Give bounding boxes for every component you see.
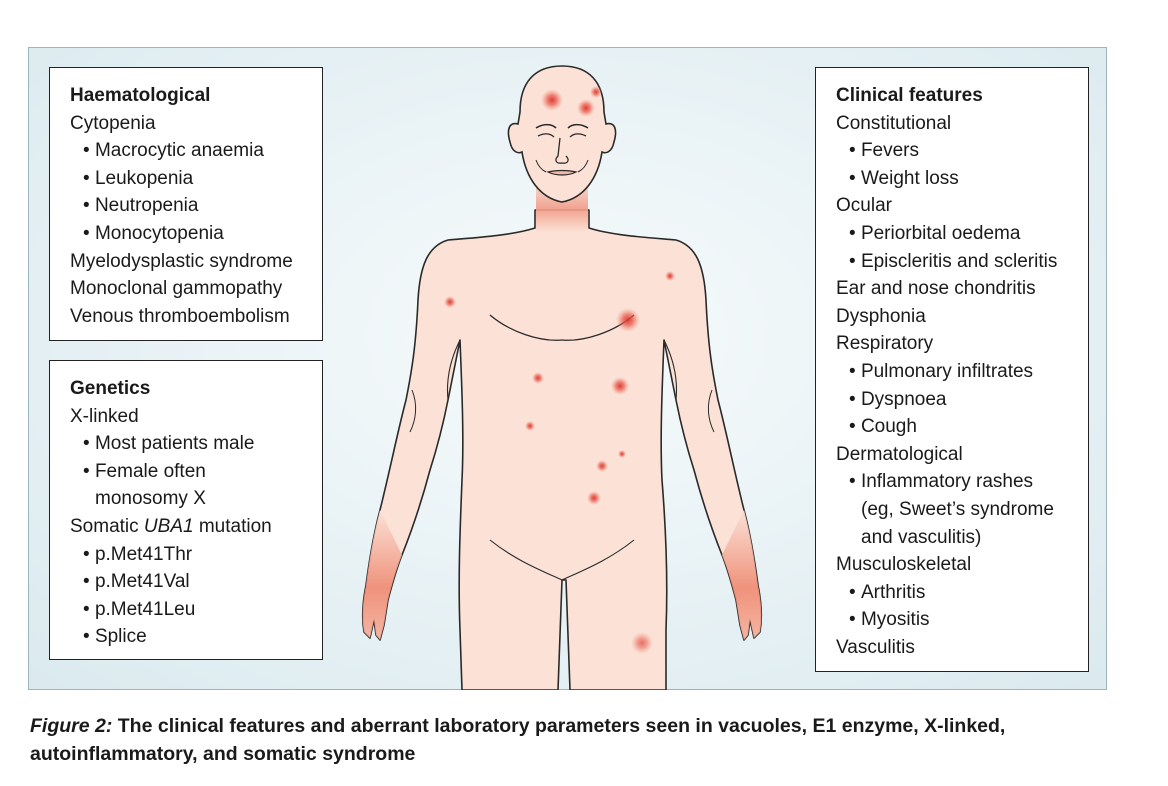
- eyebrow-left: [535, 123, 557, 129]
- dermatological-item-continued: and vasculitis): [861, 526, 982, 548]
- dermatological-item-continued: (eg, Sweet’s syndrome: [861, 498, 1054, 520]
- genetics-box: Genetics X-linked Most patients male Fem…: [49, 360, 323, 660]
- eyebrow-right: [567, 123, 589, 129]
- skin-lesion: [587, 491, 601, 505]
- mouth: [546, 169, 578, 176]
- head: [507, 65, 617, 203]
- ocular-item: Periorbital oedema: [836, 220, 1070, 248]
- mutation-item: Splice: [70, 623, 304, 651]
- cytopenia-label: Cytopenia: [70, 112, 156, 134]
- haematological-box: Haematological Cytopenia Macrocytic anae…: [49, 67, 323, 341]
- constitutional-item: Weight loss: [836, 165, 1070, 193]
- mutation-item: p.Met41Leu: [70, 596, 304, 624]
- skin-lesion: [444, 296, 456, 308]
- arm-line: [663, 339, 678, 401]
- nose: [555, 137, 569, 164]
- somatic-mutation-label: Somatic UBA1 mutation: [70, 513, 304, 541]
- dermatological-item: Inflammatory rashes: [836, 468, 1070, 496]
- elbow-line: [707, 389, 715, 433]
- hip-line: [489, 539, 563, 581]
- x-linked-item-continued: monosomy X: [95, 488, 206, 510]
- cheek-line: [535, 159, 547, 173]
- constitutional-item: Fevers: [836, 137, 1070, 165]
- clinical-features-box: Clinical features Constitutional Fevers …: [815, 67, 1089, 672]
- skin-lesion: [541, 89, 563, 111]
- musculoskeletal-item: Arthritis: [836, 579, 1070, 607]
- constitutional-label: Constitutional: [836, 112, 952, 134]
- x-linked-item: Most patients male: [70, 430, 304, 458]
- skin-lesion: [577, 99, 595, 117]
- haematological-item: Myelodysplastic syndrome: [70, 250, 293, 272]
- respiratory-label: Respiratory: [836, 333, 934, 355]
- caption-text: The clinical features and aberrant labor…: [30, 715, 1006, 765]
- haematological-item: Monoclonal gammopathy: [70, 278, 283, 300]
- mutation-item: p.Met41Thr: [70, 541, 304, 569]
- skin-lesion: [590, 86, 602, 98]
- musculoskeletal-item: Myositis: [836, 606, 1070, 634]
- ear-nose-label: Ear and nose chondritis: [836, 278, 1036, 300]
- skin-lesion: [611, 377, 629, 395]
- musculoskeletal-label: Musculoskeletal: [836, 554, 972, 576]
- dysphonia-label: Dysphonia: [836, 305, 926, 327]
- elbow-line: [409, 389, 417, 433]
- skin-lesion: [618, 450, 626, 458]
- chest-line: [489, 314, 563, 341]
- clinical-title: Clinical features: [836, 85, 983, 106]
- skin-lesion: [532, 372, 544, 384]
- x-linked-item: Female often: [70, 458, 304, 486]
- somatic-gene: UBA1: [143, 515, 194, 537]
- left-hand-rash: [362, 510, 402, 640]
- somatic-prefix: Somatic: [70, 515, 144, 537]
- skin-lesion: [665, 271, 675, 281]
- cytopenia-item: Neutropenia: [70, 192, 304, 220]
- cytopenia-item: Leukopenia: [70, 165, 304, 193]
- eye-right: [569, 133, 587, 138]
- skin-lesion: [596, 460, 608, 472]
- haematological-item: Venous thromboembolism: [70, 305, 290, 327]
- right-hand-rash: [722, 510, 762, 640]
- respiratory-item: Pulmonary infiltrates: [836, 358, 1070, 386]
- skin-lesion: [525, 421, 535, 431]
- cheek-line: [577, 159, 589, 173]
- mutation-item: p.Met41Val: [70, 568, 304, 596]
- body-silhouette: [361, 209, 763, 690]
- caption-lead: Figure 2:: [30, 715, 113, 737]
- skin-lesion: [616, 308, 640, 332]
- ocular-item: Episcleritis and scleritis: [836, 248, 1070, 276]
- skin-lesion: [631, 632, 653, 654]
- arm-line: [446, 339, 461, 401]
- somatic-suffix: mutation: [193, 515, 272, 537]
- hip-line: [561, 539, 635, 581]
- genetics-title: Genetics: [70, 378, 151, 399]
- respiratory-item: Cough: [836, 413, 1070, 441]
- haematological-title: Haematological: [70, 85, 211, 106]
- dermatological-label: Dermatological: [836, 443, 963, 465]
- eye-left: [537, 133, 555, 138]
- ocular-label: Ocular: [836, 195, 892, 217]
- figure-caption: Figure 2: The clinical features and aber…: [30, 712, 1140, 768]
- human-body-illustration: [361, 65, 763, 690]
- vasculitis-label: Vasculitis: [836, 636, 915, 658]
- respiratory-item: Dyspnoea: [836, 386, 1070, 414]
- cytopenia-item: Macrocytic anaemia: [70, 137, 304, 165]
- x-linked-label: X-linked: [70, 405, 139, 427]
- cytopenia-item: Monocytopenia: [70, 220, 304, 248]
